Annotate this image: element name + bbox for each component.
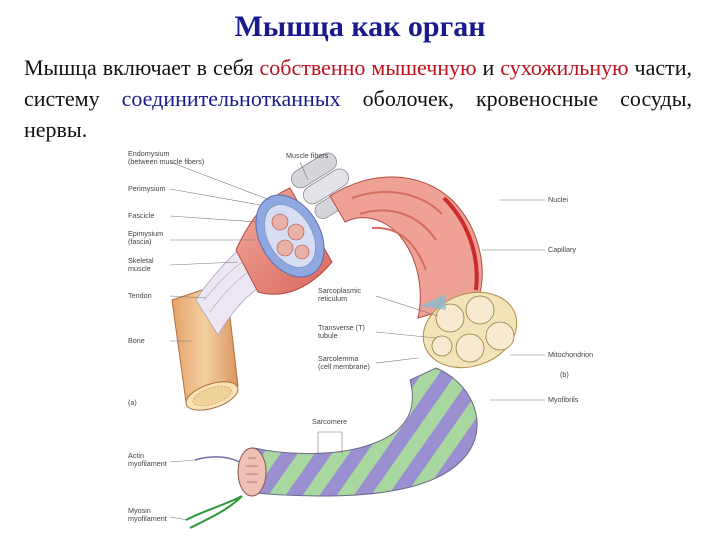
capillary-shape <box>442 196 479 291</box>
label-tubule: tubule <box>318 331 338 340</box>
label-nuclei: Nuclei <box>548 195 568 204</box>
label-b: (b) <box>560 370 569 379</box>
fiber-cross-section <box>420 291 518 369</box>
paragraph-highlight-connective: соединительнотканных <box>121 86 341 111</box>
label-sarcoplasmic: Sarcoplasmic <box>318 286 362 295</box>
label-endomysium: Endomysium <box>128 149 170 158</box>
paragraph-text: и <box>476 55 501 80</box>
label-sarcomere: Sarcomere <box>312 417 347 426</box>
myofibril-shape <box>237 367 478 497</box>
actin-filament-shape <box>194 456 241 463</box>
label-actin-sub: myofilament <box>128 459 167 468</box>
skeletal-muscle-shape <box>235 187 333 295</box>
label-fascia: (fascia) <box>128 237 152 246</box>
label-cell-membrane: (cell membrane) <box>318 362 370 371</box>
label-tendon: Tendon <box>128 291 152 300</box>
label-capillary: Capillary <box>548 245 576 254</box>
label-a: (a) <box>128 398 137 407</box>
label-fascicle: Fascicle <box>128 211 154 220</box>
label-skeletal: Skeletal <box>128 256 154 265</box>
page-title: Мышца как орган <box>234 10 486 43</box>
myosin-filament-shape <box>185 495 243 529</box>
label-myofibrils: Myofibrils <box>548 395 579 404</box>
label-muscle-fibers: Muscle fibers <box>286 151 329 160</box>
paragraph-text: части, систему <box>24 55 692 111</box>
paragraph-text: Мышца включает в себя <box>24 55 260 80</box>
label-myosin-sub: myofilament <box>128 514 167 523</box>
paragraph-highlight-muscular: собственно мышечную <box>259 55 477 80</box>
label-muscle: muscle <box>128 264 151 273</box>
leader-lines <box>169 161 545 521</box>
paragraph-highlight-tendon: сухожильную <box>500 55 629 80</box>
label-actin: Actin <box>128 451 144 460</box>
label-mitochondrion: Mitochondrion <box>548 350 593 359</box>
intro-paragraph: Мышца включает в себя собственно мышечну… <box>24 52 692 145</box>
paragraph-text: оболочек, кровеносные сосуды, нервы. <box>24 86 693 142</box>
label-epimysium: Epimysium <box>128 229 163 238</box>
label-endomysium-sub: (between muscle fibers) <box>128 157 204 166</box>
diagram-labels: Endomysium (between muscle fibers) Muscl… <box>128 149 593 523</box>
label-myosin: Myosin <box>128 506 151 515</box>
label-bone: Bone <box>128 336 145 345</box>
label-transverse: Transverse (T) <box>318 323 365 332</box>
label-reticulum: reticulum <box>318 294 347 303</box>
label-sarcolemma: Sarcolemma <box>318 354 358 363</box>
label-perimysium: Perimysium <box>128 184 166 193</box>
